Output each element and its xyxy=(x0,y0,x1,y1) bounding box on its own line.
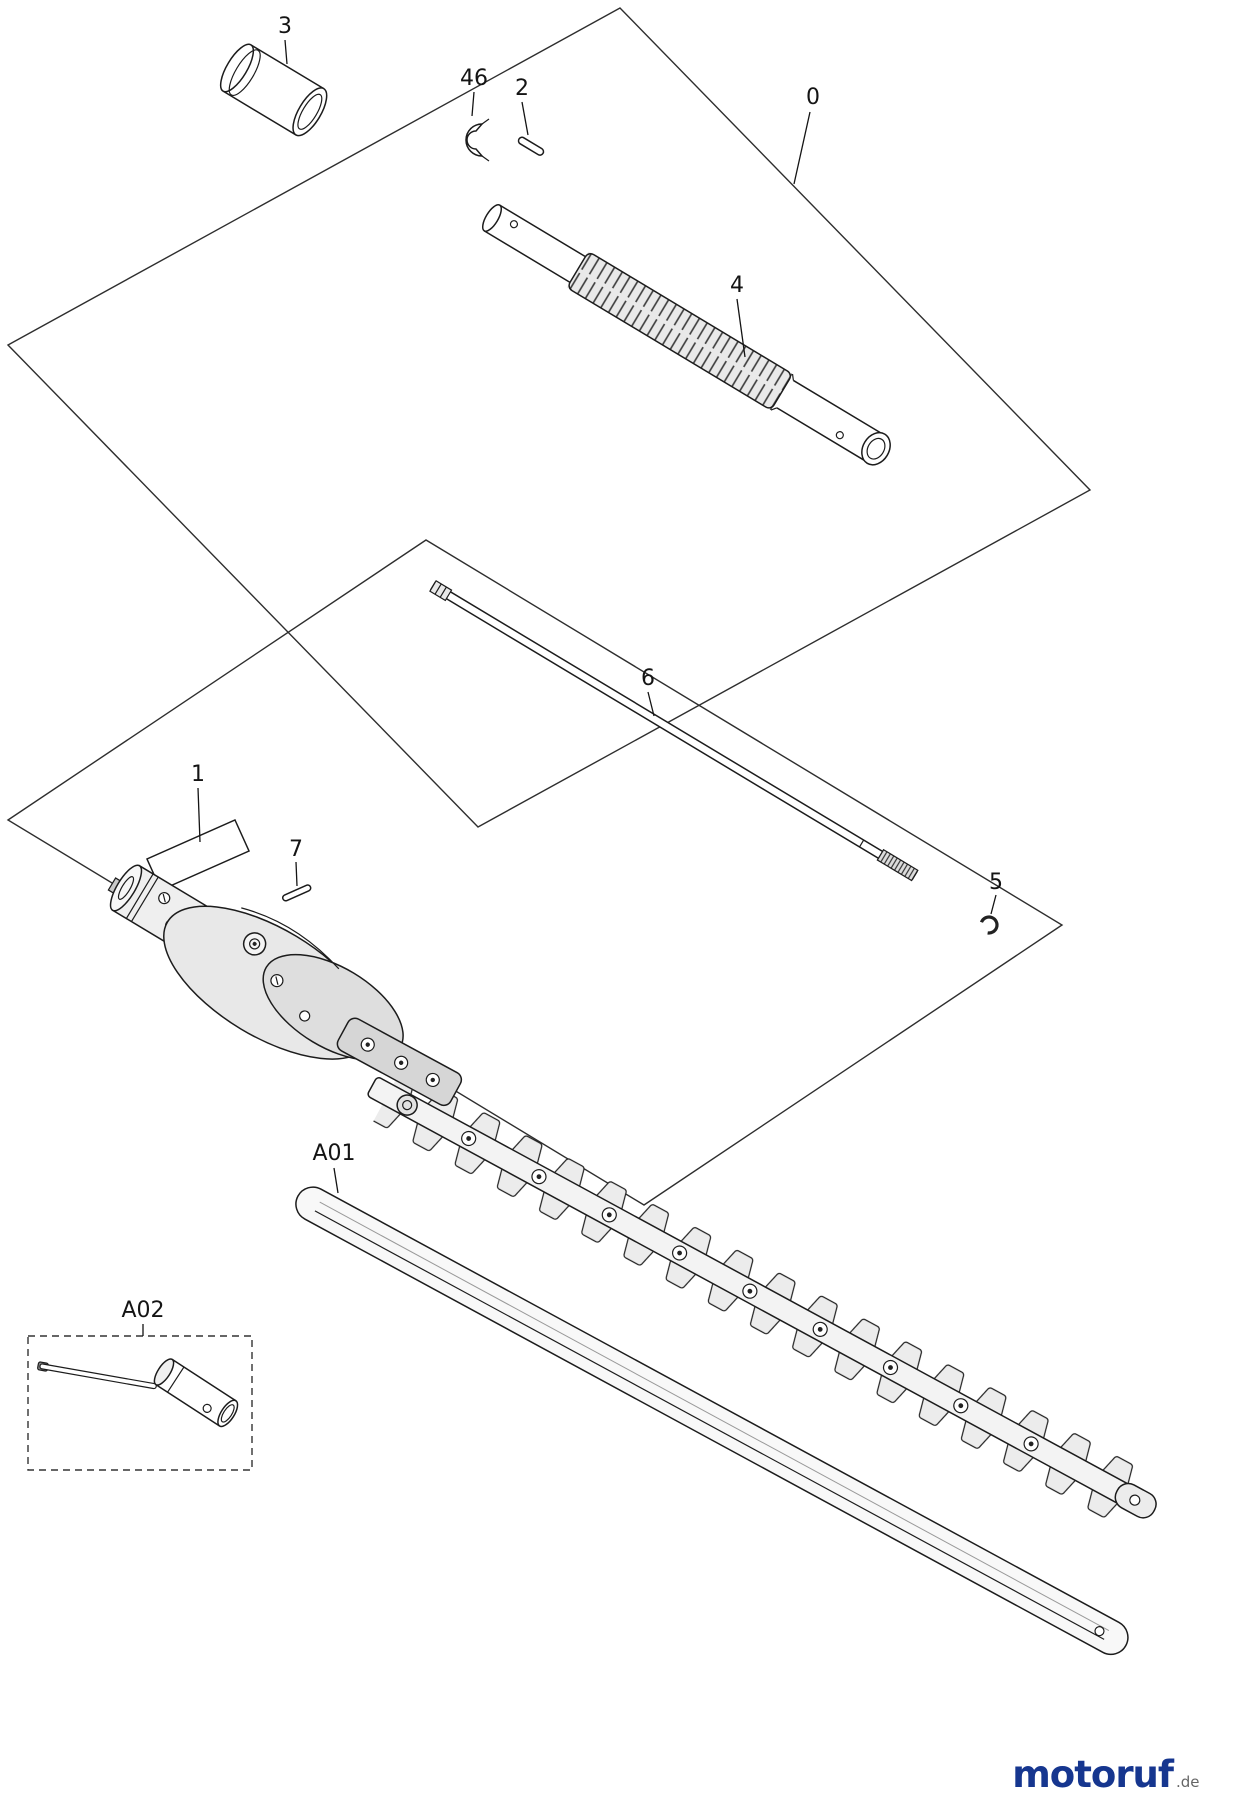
leader-a01 xyxy=(333,1167,339,1194)
tool-kit-dashed-box xyxy=(27,1335,253,1471)
leader-lines xyxy=(142,39,997,1336)
part-4-shaft-tube xyxy=(481,204,891,466)
leader-3 xyxy=(284,39,288,65)
tool-rod xyxy=(37,1361,157,1390)
part-label-7: 7 xyxy=(289,837,303,862)
part-label-5: 5 xyxy=(989,870,1003,895)
part-label-1: 1 xyxy=(191,762,205,787)
leader-7 xyxy=(295,861,298,887)
part-label-a01: A01 xyxy=(312,1141,355,1166)
part-3-coupling-sleeve xyxy=(219,43,328,137)
leader-5 xyxy=(990,894,997,915)
tool-socket-wrench xyxy=(153,1358,239,1428)
part-label-6: 6 xyxy=(641,666,655,691)
part-label-2: 2 xyxy=(515,76,529,101)
part-label-4: 4 xyxy=(730,273,744,298)
part-2-pin xyxy=(517,136,545,156)
tool-kit-box-a02 xyxy=(27,1335,253,1471)
part-7-pin xyxy=(281,884,312,902)
gear-head-housing xyxy=(107,864,463,1107)
leader-0 xyxy=(793,111,811,185)
leader-4 xyxy=(736,298,746,358)
leader-46 xyxy=(471,91,475,117)
leader-6 xyxy=(647,691,655,717)
part-label-0: 0 xyxy=(806,85,820,110)
blade-guard xyxy=(295,1186,1129,1656)
part-5-e-clip xyxy=(979,915,999,935)
part-46-clip xyxy=(465,118,490,162)
part-labels: 3 46 2 0 4 6 1 7 5 A01 A02 xyxy=(121,14,1003,1323)
motoruf-logo-tld[interactable]: .de xyxy=(1176,1773,1200,1791)
leader-1 xyxy=(197,787,201,843)
part-label-3: 3 xyxy=(278,14,292,39)
leader-2 xyxy=(521,101,529,136)
panel-main-assembly-outline xyxy=(6,7,1092,828)
blade-bolts xyxy=(461,1130,1039,1452)
part-label-a02: A02 xyxy=(121,1298,164,1323)
motoruf-logo[interactable]: motoruf .de xyxy=(1012,1753,1199,1796)
part-6-drive-shaft xyxy=(429,580,919,882)
blade-assembly-a01 xyxy=(367,1067,1157,1524)
motoruf-logo-text[interactable]: motoruf xyxy=(1012,1753,1176,1796)
blade-bracket xyxy=(336,1017,463,1107)
part-label-46: 46 xyxy=(460,66,488,91)
